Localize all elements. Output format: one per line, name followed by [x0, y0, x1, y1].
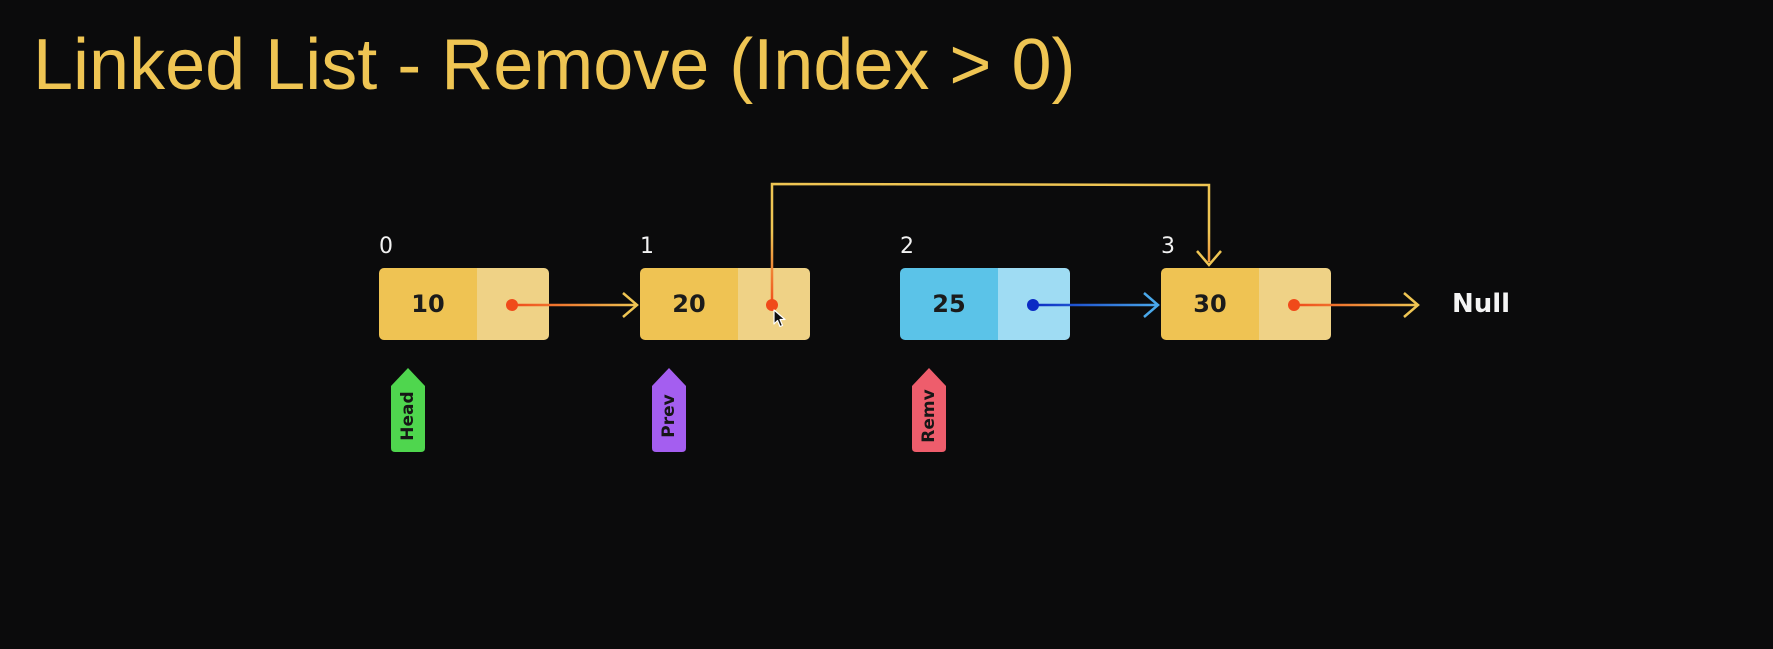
prev-tag-label: Prev [659, 394, 679, 438]
node-value: 25 [900, 268, 998, 340]
head-pointer-tag: Head [391, 368, 425, 452]
page-title: Linked List - Remove (Index > 0) [33, 25, 1076, 105]
link-arrow-0-1 [506, 292, 639, 318]
node-value: 20 [640, 268, 738, 340]
remv-tag-label: Remv [919, 389, 939, 443]
null-label: Null [1452, 289, 1511, 319]
node-index-label: 3 [1161, 234, 1175, 259]
link-arrow-1-3-bypass [766, 182, 1222, 311]
list-node-removed: 25 [900, 268, 1070, 340]
link-arrow-3-null [1288, 292, 1420, 318]
node-index-label: 0 [379, 234, 393, 259]
prev-pointer-tag: Prev [652, 368, 686, 452]
node-index-label: 1 [640, 234, 654, 259]
node-value: 10 [379, 268, 477, 340]
node-index-label: 2 [900, 234, 914, 259]
link-arrow-2-3 [1027, 292, 1160, 318]
node-value: 30 [1161, 268, 1259, 340]
mouse-cursor-icon [773, 309, 786, 328]
remv-pointer-tag: Remv [912, 368, 946, 452]
head-tag-label: Head [398, 391, 418, 441]
